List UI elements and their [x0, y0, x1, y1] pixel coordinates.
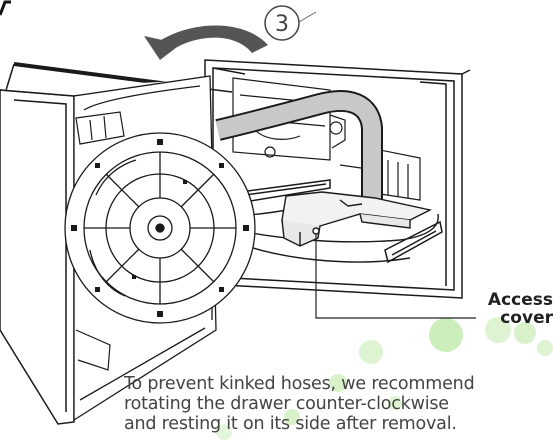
decorative-dots: [216, 317, 553, 440]
instruction-caption: To prevent kinked hoses, we recommend ro…: [124, 374, 544, 434]
step-number-badge: 3: [264, 5, 300, 41]
countertop-edge: [298, 11, 317, 23]
drawer-bracket: [75, 111, 125, 371]
hub-teeth: [71, 139, 249, 317]
access-cover-label-line2: cover: [500, 308, 553, 328]
callout-leader: [315, 234, 476, 319]
access-cover: [281, 191, 433, 247]
rotation-arrow-icon: [144, 25, 268, 60]
access-cover-label: Access cover: [478, 291, 553, 327]
caption-line-1: To prevent kinked hoses, we recommend: [124, 374, 475, 394]
corner-mark: [0, 0, 11, 16]
access-cover-label-line1: Access: [487, 290, 553, 310]
step-number: 3: [275, 12, 289, 37]
hub-spokes: [84, 152, 236, 304]
caption-line-2: rotating the drawer counter-clockwise: [124, 394, 449, 414]
drawer-hub: [64, 132, 256, 324]
caption-line-3: and resting it on its side after removal…: [124, 414, 457, 434]
